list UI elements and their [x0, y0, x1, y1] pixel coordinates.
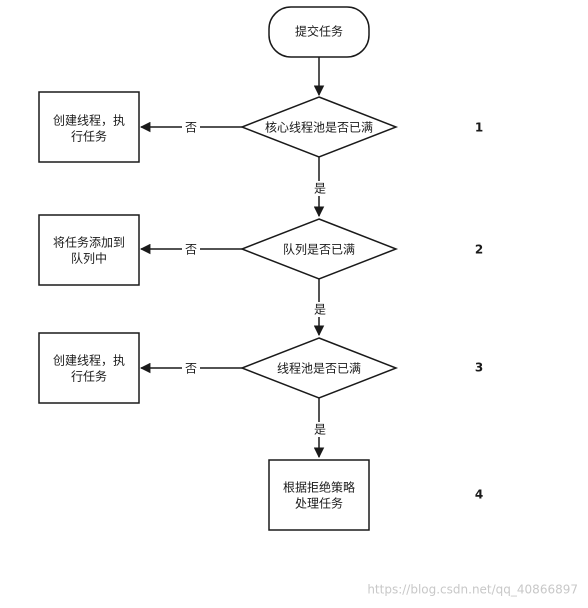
step-number-3: 3 — [475, 361, 483, 375]
edge-label-no-2: 否 — [185, 243, 197, 257]
action4-label-line2: 处理任务 — [295, 496, 343, 511]
action2-label-line2: 队列中 — [71, 251, 107, 266]
action1-label-line2: 行任务 — [71, 129, 107, 144]
action4-label-line1: 根据拒绝策略 — [283, 480, 355, 495]
decision2-label: 队列是否已满 — [283, 242, 355, 257]
start-node-label: 提交任务 — [295, 24, 343, 39]
action1-node: 创建线程，执 行任务 — [38, 91, 140, 163]
edge-label-yes-2: 是 — [314, 303, 326, 317]
decision3-node: 线程池是否已满 — [239, 337, 399, 399]
decision3-label: 线程池是否已满 — [277, 361, 361, 376]
action4-node: 根据拒绝策略 处理任务 — [268, 459, 370, 531]
action1-label-line1: 创建线程，执 — [53, 113, 125, 128]
edge-label-no-1: 否 — [185, 121, 197, 135]
step-number-4: 4 — [475, 488, 483, 502]
action3-node: 创建线程，执 行任务 — [38, 332, 140, 404]
decision1-node: 核心线程池是否已满 — [239, 96, 399, 158]
decision1-label: 核心线程池是否已满 — [265, 120, 373, 135]
action2-node: 将任务添加到 队列中 — [38, 214, 140, 286]
edge-label-no-3: 否 — [185, 362, 197, 376]
edge-label-yes-3: 是 — [314, 423, 326, 437]
step-number-2: 2 — [475, 243, 483, 257]
edge-label-yes-1: 是 — [314, 182, 326, 196]
decision2-node: 队列是否已满 — [239, 218, 399, 280]
step-number-1: 1 — [475, 121, 483, 135]
action3-label-line1: 创建线程，执 — [53, 353, 125, 368]
action2-label-line1: 将任务添加到 — [53, 235, 125, 250]
action3-label-line2: 行任务 — [71, 369, 107, 384]
watermark-text: https://blog.csdn.net/qq_40866897 — [367, 583, 578, 597]
start-node: 提交任务 — [268, 6, 370, 58]
